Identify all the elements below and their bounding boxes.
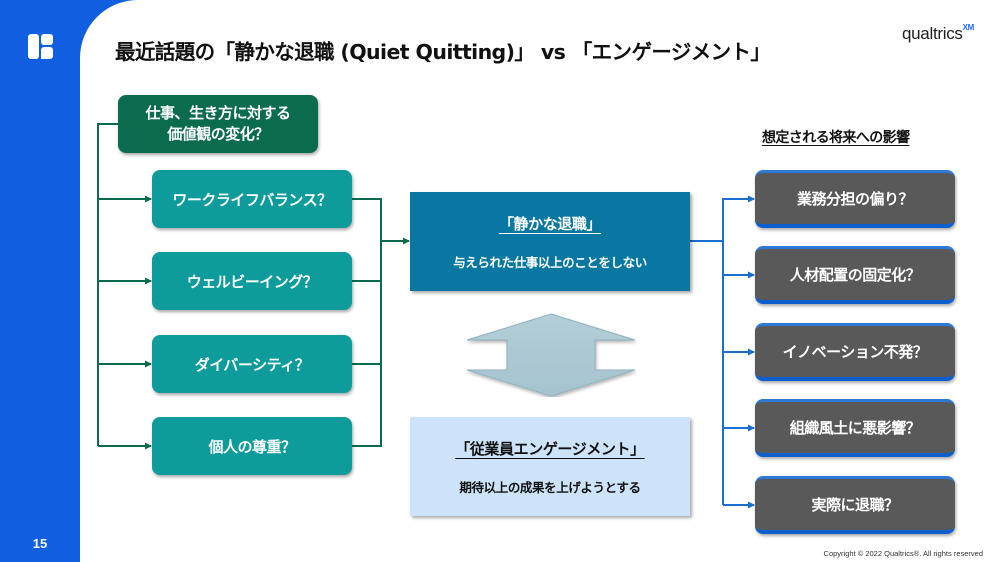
impact-box-actual-resignation: 実際に退職？ — [755, 476, 955, 534]
factor-box-work-life-balance: ワークライフバランス？ — [152, 170, 352, 228]
root-value-change-box: 仕事、生き方に対する 価値観の変化？ — [118, 95, 318, 153]
copyright-notice: Copyright © 2022 Qualtrics®. All rights … — [823, 549, 983, 558]
factor-box-diversity: ダイバーシティ？ — [152, 335, 352, 393]
root-line-1: 仕事、生き方に対する — [145, 104, 291, 122]
impact-box-workload-imbalance: 業務分担の偏り？ — [755, 170, 955, 228]
quiet-quitting-box: 「静かな退職」 与えられた仕事以上のことをしない — [410, 192, 690, 291]
factors-to-quiet-connector — [352, 198, 410, 447]
engagement-heading: 「従業員エンゲージメント」 — [455, 439, 645, 458]
root-line-2: 価値観の変化？ — [167, 125, 269, 143]
double-arrow-icon — [466, 313, 636, 397]
qualtrics-logo-icon — [28, 34, 53, 59]
brand-name: qualtrics — [902, 24, 963, 43]
page-number: 15 — [32, 536, 48, 551]
root-to-factors-connector — [97, 123, 152, 450]
factor-box-wellbeing: ウェルビーイング？ — [152, 252, 352, 310]
brand-superscript: XM — [962, 23, 975, 32]
impact-box-culture-harm: 組織風土に悪影響？ — [755, 399, 955, 457]
brand-logo: qualtricsXM — [902, 23, 975, 44]
impacts-heading: 想定される将来への影響 — [762, 130, 910, 146]
impact-box-fixed-staffing: 人材配置の固定化？ — [755, 246, 955, 304]
quiet-to-impacts-connector — [690, 195, 755, 509]
quiet-quitting-heading: 「静かな退職」 — [498, 214, 602, 233]
slide-title: 最近話題の「静かな退職 (Quiet Quitting)」 vs 「エンゲージメ… — [115, 40, 771, 64]
quiet-quitting-description: 与えられた仕事以上のことをしない — [453, 254, 647, 270]
engagement-box: 「従業員エンゲージメント」 期待以上の成果を上げようとする — [410, 417, 690, 516]
engagement-description: 期待以上の成果を上げようとする — [459, 479, 641, 495]
factor-box-individual-respect: 個人の尊重？ — [152, 417, 352, 475]
impact-box-innovation-failure: イノベーション不発？ — [755, 323, 955, 381]
